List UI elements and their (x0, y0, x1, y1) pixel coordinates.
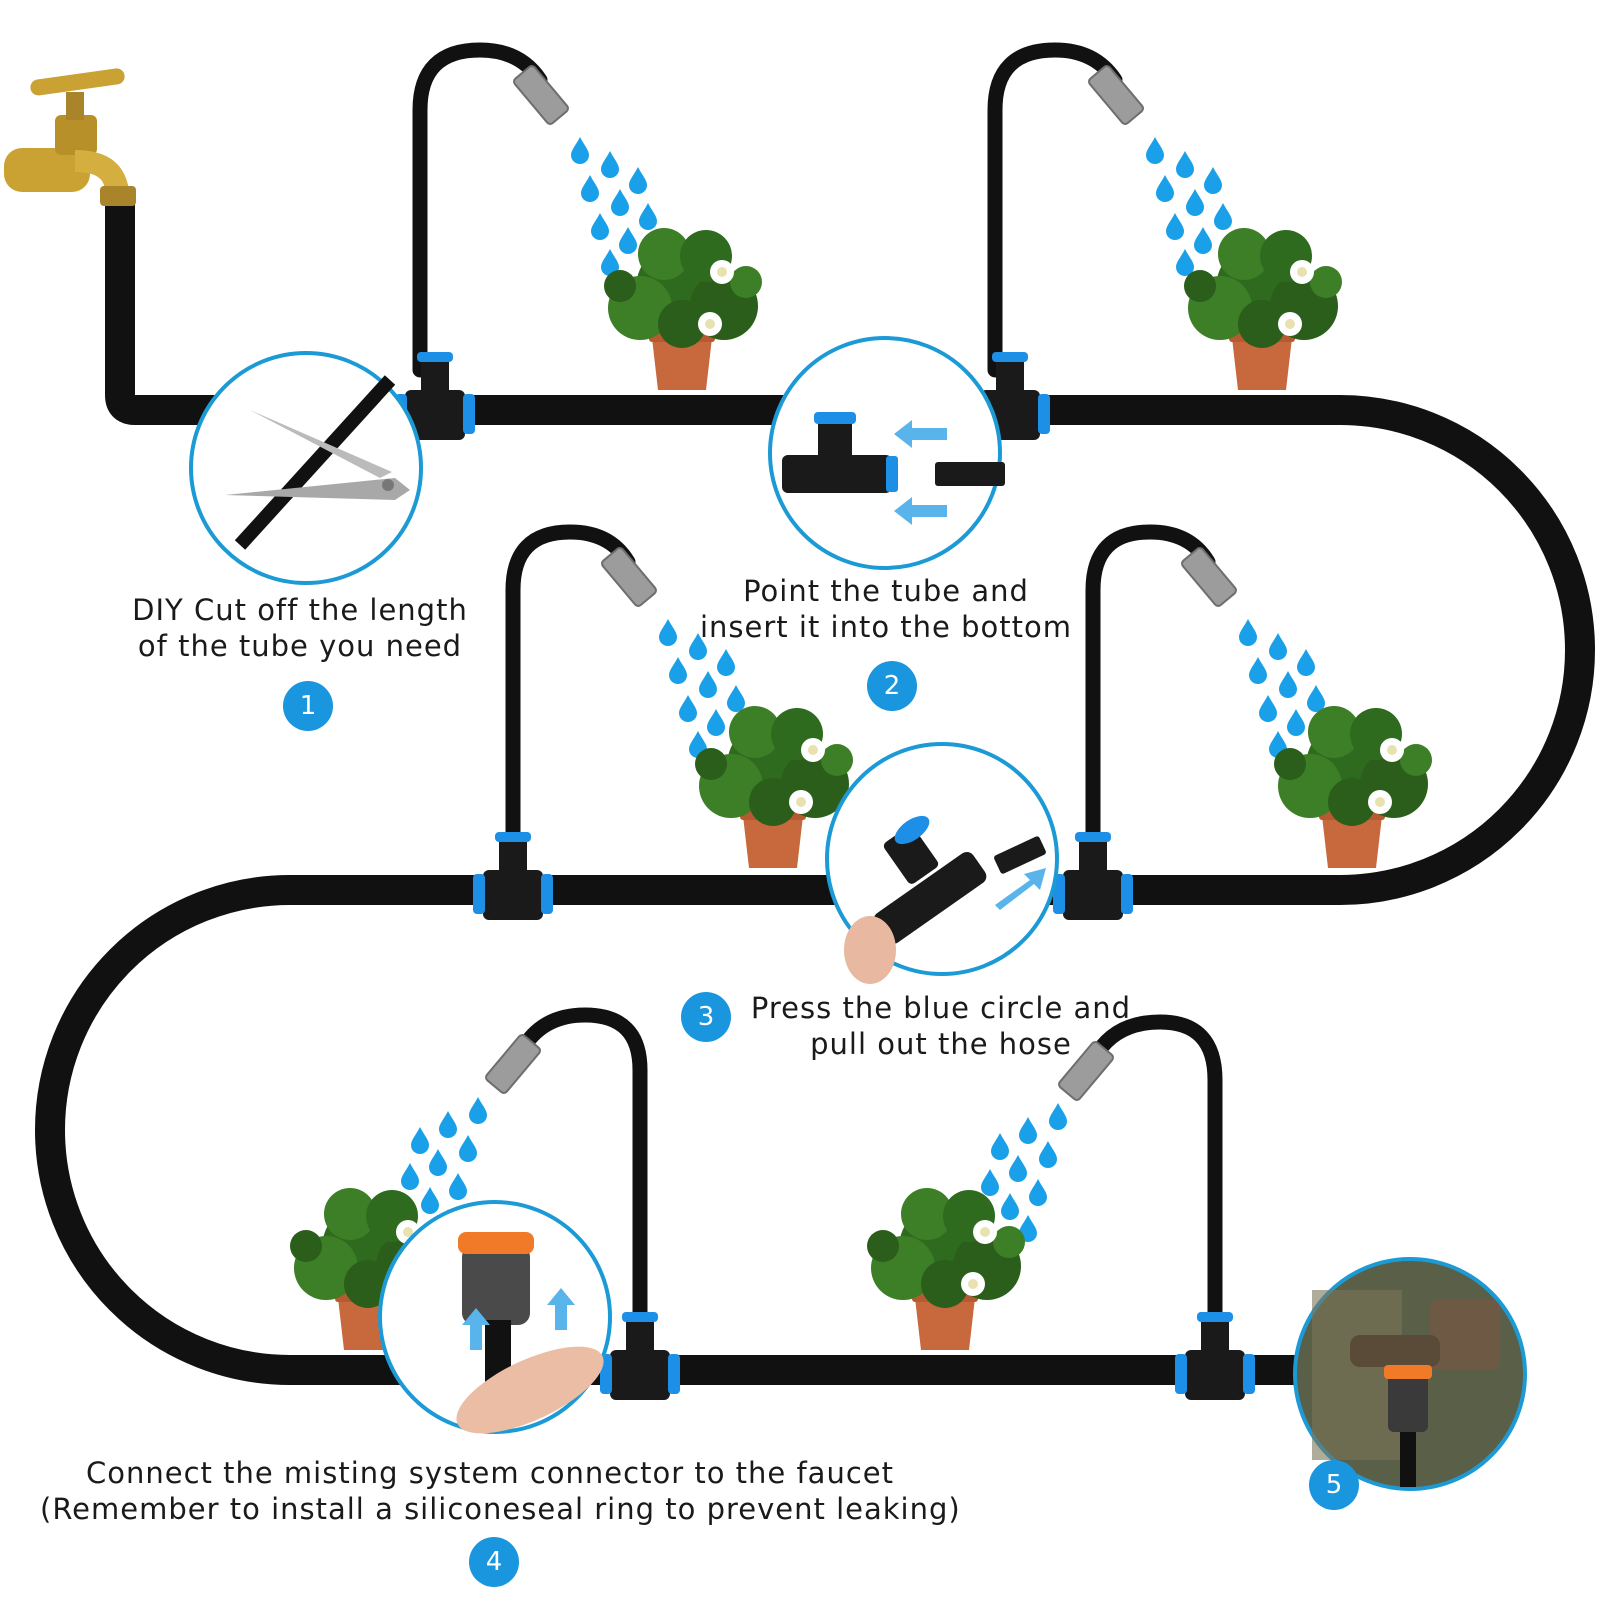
step-1-badge: 1 (283, 681, 333, 731)
water-drop-icon (401, 137, 1325, 1242)
mist-nozzle-icon (485, 65, 1237, 1101)
step-3-caption: Press the blue circle and pull out the h… (745, 990, 1137, 1062)
step-4-caption: Connect the misting system connector to … (40, 1455, 961, 1527)
faucet-icon (4, 68, 136, 206)
detail-circle-insert (768, 336, 1005, 570)
step-1-line-1: DIY Cut off the length (132, 593, 468, 627)
step-3-badge: 3 (681, 992, 731, 1042)
detail-circle-connect (378, 1200, 612, 1434)
step-2-badge: 2 (867, 661, 917, 711)
detail-circle-faucet-adapter (1293, 1257, 1527, 1491)
detail-circle-cut (189, 351, 423, 585)
step-2-line-2: insert it into the bottom (699, 610, 1072, 644)
step-1-caption: DIY Cut off the length of the tube you n… (130, 592, 470, 664)
step-5-badge: 5 (1309, 1460, 1359, 1510)
step-3-line-1: Press the blue circle and (750, 991, 1132, 1025)
step-1-line-2: of the tube you need (137, 629, 463, 663)
step-3-line-2: pull out the hose (810, 1027, 1072, 1061)
step-4-line-1: Connect the misting system connector to … (86, 1456, 894, 1490)
step-4-badge: 4 (469, 1537, 519, 1587)
main-tube (35, 200, 1595, 1385)
detail-circle-release (825, 742, 1059, 984)
step-2-caption: Point the tube and insert it into the bo… (698, 573, 1074, 645)
step-2-line-1: Point the tube and (743, 574, 1029, 608)
step-4-line-2: (Remember to install a siliconeseal ring… (40, 1492, 961, 1526)
